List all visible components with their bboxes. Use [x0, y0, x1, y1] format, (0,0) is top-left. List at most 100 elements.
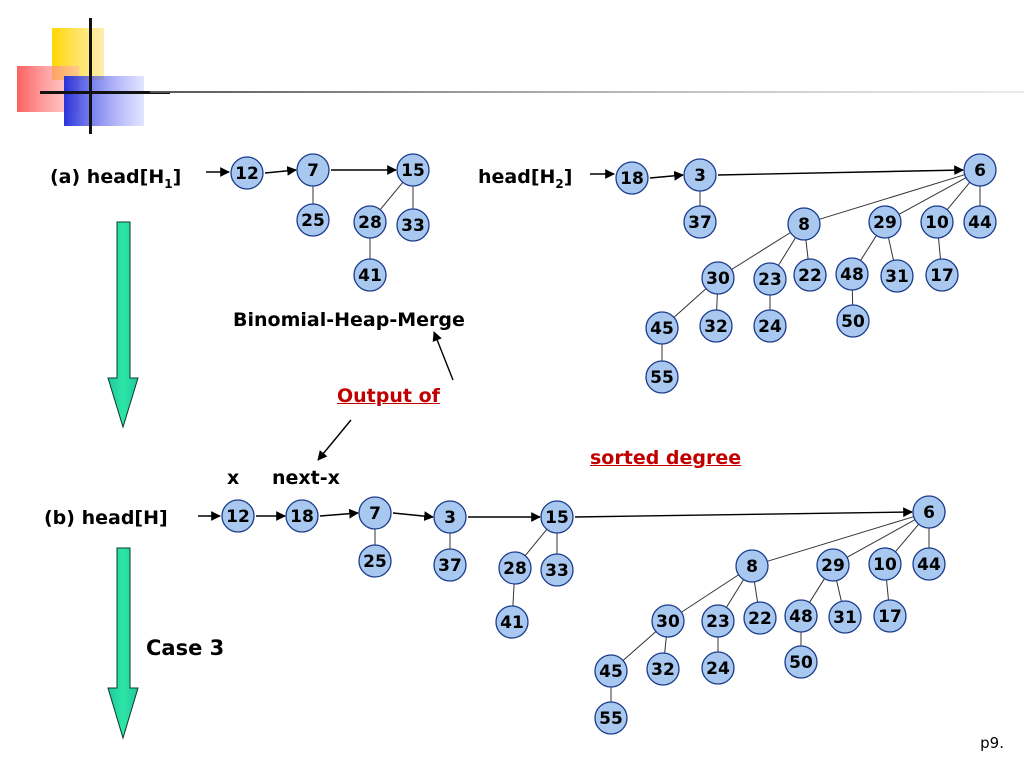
- tree-edges: [312, 174, 981, 702]
- node-key: 17: [878, 607, 902, 627]
- node-circle: [433, 500, 467, 534]
- decorative-logo: [17, 18, 1024, 134]
- node-key: 6: [974, 161, 986, 181]
- node-circle: [221, 499, 255, 533]
- merged-node-50: 50: [784, 645, 818, 679]
- merged-node-45: 45: [594, 654, 628, 688]
- h2-list-arrow: [717, 165, 964, 176]
- node-circle: [353, 205, 387, 239]
- merged-edge: [767, 516, 914, 562]
- merged-list-arrow: [574, 507, 913, 518]
- node-circle: [963, 205, 997, 239]
- label-output-of: Output of: [337, 385, 440, 407]
- node-circle: [873, 599, 907, 633]
- merged-list-arrow: [392, 511, 434, 521]
- node-key: 41: [358, 266, 382, 286]
- node-key: 10: [925, 213, 949, 233]
- node-key: 55: [650, 368, 674, 388]
- h1-node-7: 7: [296, 153, 330, 187]
- merged-edge: [622, 631, 657, 661]
- node-key: 41: [500, 613, 524, 633]
- h2-node-22: 22: [793, 258, 827, 292]
- node-circle: [753, 309, 787, 343]
- merged-edge: [846, 519, 916, 558]
- node-key: 50: [789, 653, 813, 673]
- node-key: 31: [833, 608, 857, 628]
- output-of-up-arrow: [432, 331, 454, 381]
- node-circle: [296, 153, 330, 187]
- node-circle: [296, 203, 330, 237]
- node-key: 8: [746, 557, 758, 577]
- h2-edge: [805, 239, 809, 260]
- node-circle: [753, 262, 787, 296]
- node-circle: [498, 551, 532, 585]
- node-key: 18: [620, 169, 644, 189]
- node-key: 33: [545, 561, 569, 581]
- merged-edge: [886, 579, 889, 601]
- merged-node-41: 41: [495, 605, 529, 639]
- node-circle: [963, 153, 997, 187]
- node-circle: [784, 645, 818, 679]
- merged-edge: [512, 583, 515, 607]
- merged-node-48: 48: [784, 599, 818, 633]
- node-key: 45: [599, 662, 623, 682]
- h1-node-15: 15: [396, 153, 430, 187]
- h2-node-50: 50: [836, 304, 870, 338]
- h2-edge: [819, 174, 965, 220]
- node-key: 55: [599, 709, 623, 729]
- h1-node-28: 28: [353, 205, 387, 239]
- h2-edge: [938, 237, 941, 260]
- h2-edge: [860, 235, 877, 261]
- down-arrow-top: [107, 221, 139, 429]
- merged-node-18: 18: [285, 499, 319, 533]
- node-key: 15: [545, 508, 569, 528]
- label-next-x: next-x: [272, 467, 340, 489]
- h2-node-48: 48: [835, 257, 869, 291]
- merged-node-17: 17: [873, 599, 907, 633]
- node-key: 17: [930, 266, 954, 286]
- h2-node-55: 55: [645, 360, 679, 394]
- node-circle: [912, 547, 946, 581]
- node-key: 31: [885, 267, 909, 287]
- node-circle: [651, 604, 685, 638]
- node-key: 48: [840, 265, 864, 285]
- merged-node-37: 37: [433, 548, 467, 582]
- node-circle: [787, 207, 821, 241]
- h2-node-10: 10: [920, 205, 954, 239]
- merged-list-arrow: [319, 508, 359, 519]
- h1-edge: [379, 182, 404, 210]
- merged-node-32: 32: [646, 652, 680, 686]
- h2-node-8: 8: [787, 207, 821, 241]
- node-key: 3: [444, 508, 456, 528]
- merged-node-3: 3: [433, 500, 467, 534]
- node-circle: [358, 544, 392, 578]
- node-circle: [784, 599, 818, 633]
- h2-node-17: 17: [925, 258, 959, 292]
- h1-node-25: 25: [296, 203, 330, 237]
- merged-edge: [894, 523, 920, 553]
- node-circle: [540, 553, 574, 587]
- merged-edge: [753, 581, 759, 603]
- node-key: 32: [704, 317, 728, 337]
- node-key: 25: [363, 552, 387, 572]
- node-circle: [880, 259, 914, 293]
- h2-node-30: 30: [701, 261, 735, 295]
- node-key: 3: [694, 166, 706, 186]
- h2-node-18: 18: [615, 161, 649, 195]
- node-circle: [645, 311, 679, 345]
- node-key: 45: [650, 319, 674, 339]
- merged-edge: [681, 574, 739, 613]
- node-key: 37: [438, 556, 462, 576]
- node-circle: [285, 499, 319, 533]
- merged-node-28: 28: [498, 551, 532, 585]
- h2-edge: [716, 293, 718, 311]
- node-circle: [920, 205, 954, 239]
- merged-node-12: 12: [221, 499, 255, 533]
- node-circle: [645, 360, 679, 394]
- merged-node-44: 44: [912, 547, 946, 581]
- down-arrow-bottom: [107, 547, 139, 740]
- node-circle: [230, 156, 264, 190]
- node-key: 18: [290, 507, 314, 527]
- merged-node-25: 25: [358, 544, 392, 578]
